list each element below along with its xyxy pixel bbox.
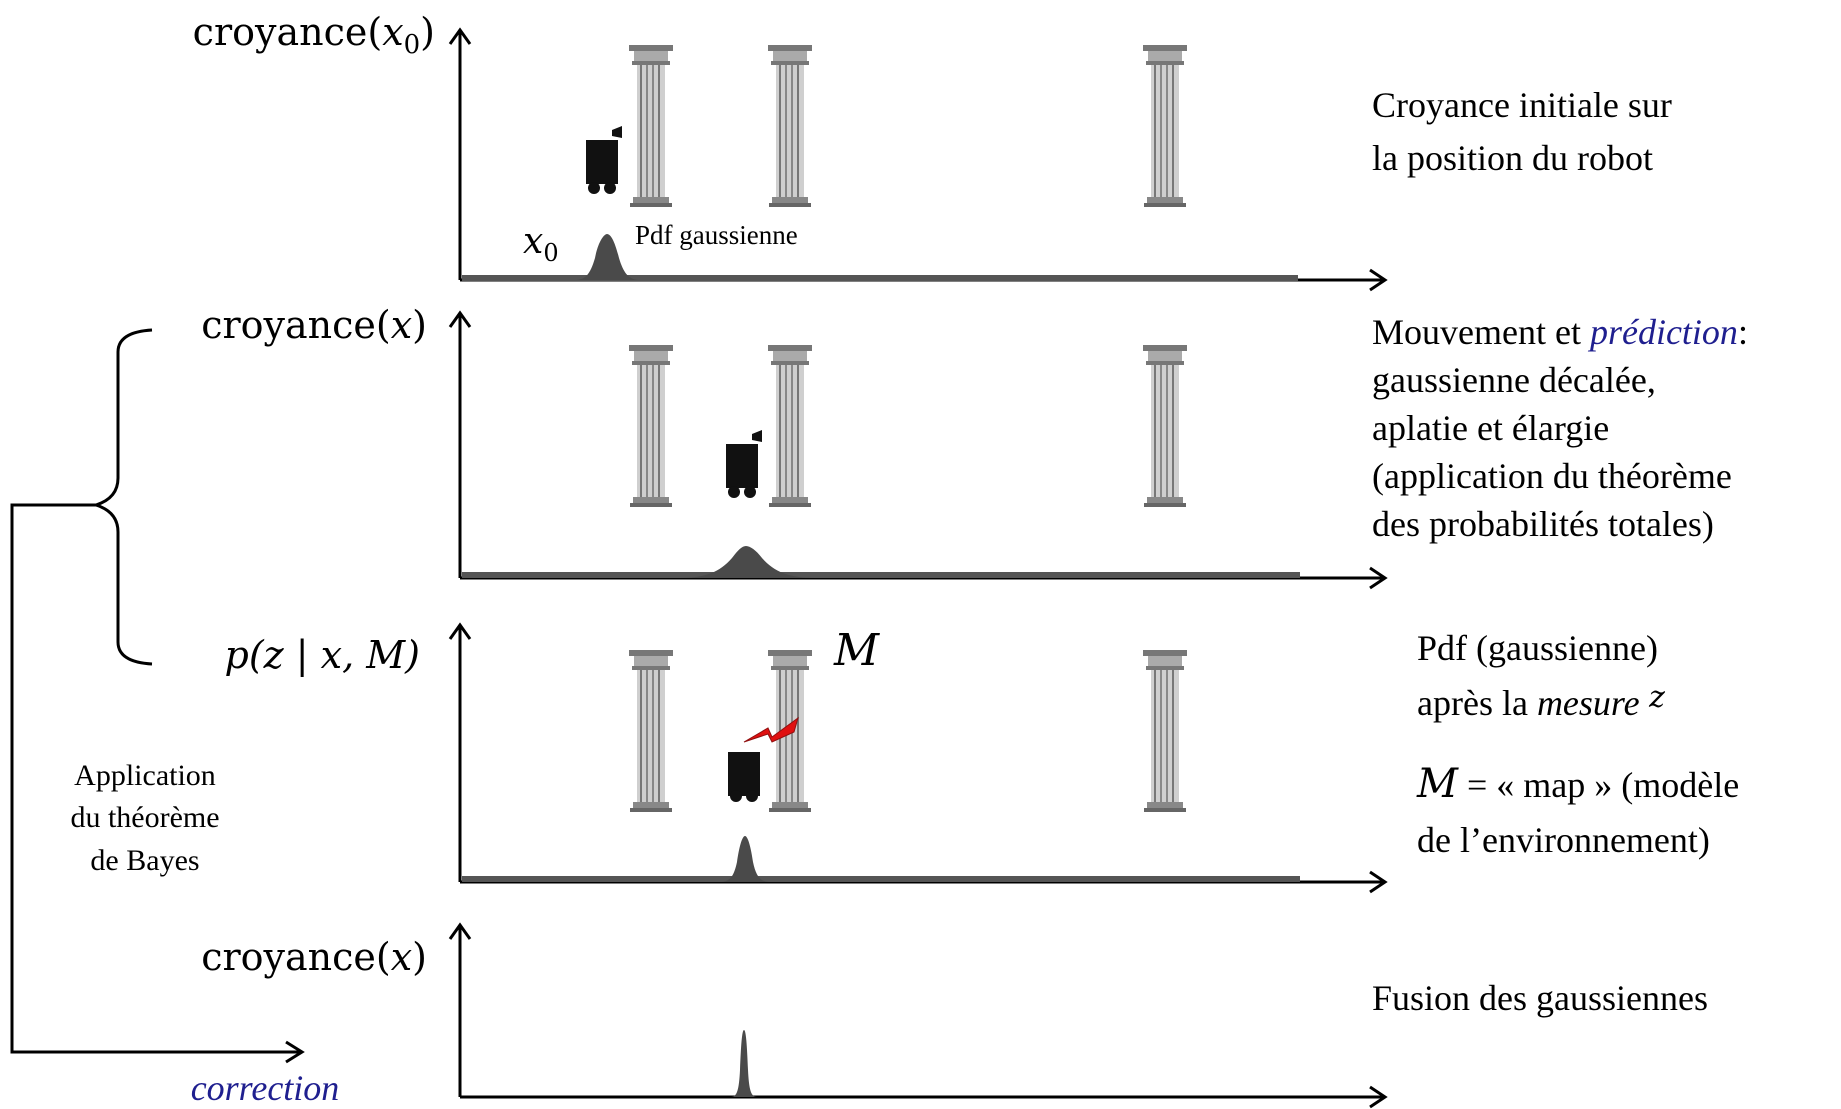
panel-4-ylabel: croyance(x) [201, 935, 427, 979]
feedback-arrow [10, 503, 300, 1054]
panel-2-description-line-1: Mouvement et prédiction: [1372, 312, 1748, 352]
panel-2-description-line-3: aplatie et élargie [1372, 408, 1609, 448]
bayes-label-line-2: du théorème [70, 801, 219, 834]
pillar-icon [1142, 344, 1188, 508]
panel-3-measurement: p(z | x, M) M Pdf (gaussienne) après la … [225, 622, 1739, 894]
panel-3-ground [462, 876, 1300, 882]
panel-1-description-line-2: la position du robot [1372, 138, 1653, 178]
panel-1-gaussian-curve [575, 234, 640, 280]
panel-1-ylabel: croyance(x0) [193, 10, 435, 60]
pillar-icon [1142, 44, 1188, 208]
sensor-beam-icon [743, 716, 799, 743]
panel-2-ground [462, 572, 1300, 578]
panel-1-curve-note: Pdf gaussienne [635, 220, 798, 250]
panel-2-description-line-5: des probabilités totales) [1372, 504, 1714, 544]
panel-3-description-line-3: M = « map » (modèle [1416, 761, 1739, 807]
panel-1-y-arrow [448, 27, 472, 45]
robot-icon [586, 126, 622, 194]
panel-3-description-line-4: de l’environnement) [1417, 820, 1710, 860]
panel-3-x-arrow [1369, 870, 1388, 894]
panel-1-x-arrow [1369, 268, 1388, 292]
panel-2-x-arrow [1369, 566, 1388, 590]
panel-1-description-line-1: Croyance initiale sur [1372, 85, 1672, 125]
panel-2-ylabel: croyance(x) [201, 303, 427, 347]
panel-2-prediction: croyance(x) Mouvement et prédiction: gau… [201, 303, 1748, 590]
panel-2-y-arrow [448, 310, 472, 328]
pillar-icon [628, 344, 674, 508]
panel-3-ylabel: p(z | x, M) [225, 633, 420, 677]
bayes-label-line-3: de Bayes [90, 844, 199, 877]
bayes-label-line-1: Application [74, 759, 216, 792]
panel-4-x-arrow [1369, 1085, 1388, 1109]
panel-4-description-line-1: Fusion des gaussiennes [1372, 978, 1708, 1018]
panel-4-gaussian-curve [731, 1030, 757, 1097]
panel-3-description-line-2: après la mesure z [1417, 680, 1665, 723]
panel-1-ground [462, 275, 1298, 281]
panel-1-initial-belief: croyance(x0) x0 Pdf gaussienne Croyance … [193, 10, 1672, 292]
robot-icon [728, 752, 760, 802]
panel-2-description-line-4: (application du théorème [1372, 456, 1732, 496]
pillar-icon [767, 44, 813, 208]
panel-3-description-line-1: Pdf (gaussienne) [1417, 628, 1658, 668]
bayes-brace [91, 328, 153, 666]
panel-3-gaussian-curve [720, 836, 770, 882]
panel-1-curve-label: x0 [523, 221, 559, 267]
panel-4-correction: croyance(x) Fusion des gaussiennes [201, 922, 1708, 1109]
pillar-icon [767, 344, 813, 508]
panel-2-description-line-2: gaussienne décalée, [1372, 360, 1656, 400]
pillar-icon [628, 44, 674, 208]
panel-4-y-arrow [448, 922, 472, 940]
pillar-icon [1142, 649, 1188, 813]
feedback-arrow-head [285, 1040, 305, 1064]
panel-3-y-arrow [448, 622, 472, 640]
panel-3-map-label: M [833, 625, 880, 676]
correction-label: correction [191, 1068, 340, 1108]
pillar-icon [628, 649, 674, 813]
robot-icon [726, 430, 762, 498]
panel-2-gaussian-curve [680, 546, 815, 578]
